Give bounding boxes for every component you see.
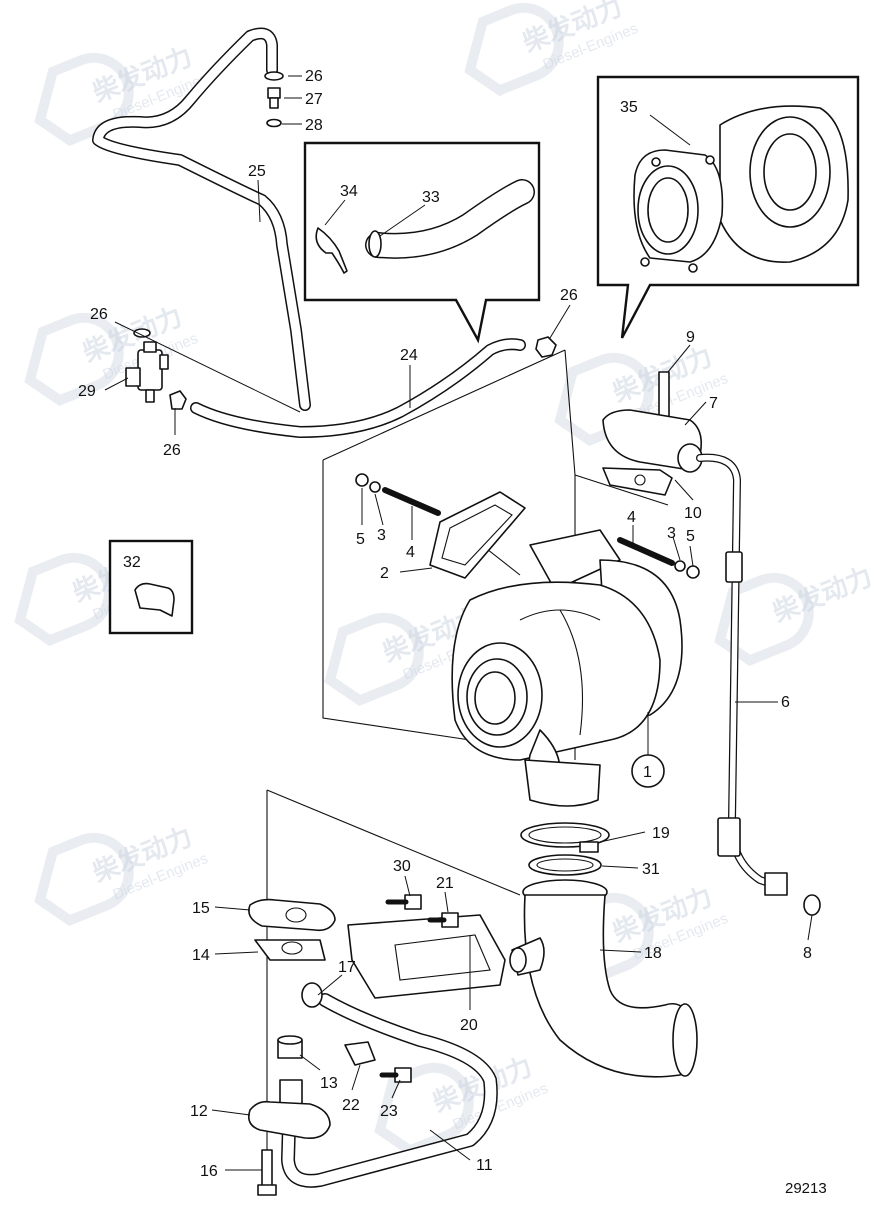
- gaskets-14-15: [248, 898, 336, 961]
- leader-lines: [104, 75, 813, 1171]
- callout-22: 22: [342, 1097, 360, 1114]
- oil-pipe-6: [696, 453, 821, 916]
- callout-7: 7: [709, 395, 718, 412]
- callout-11: 11: [476, 1157, 493, 1174]
- callout-5: 5: [686, 528, 695, 545]
- callout-26: 26: [560, 287, 578, 304]
- callout-24: 24: [400, 347, 418, 364]
- turbocharger-1: [451, 529, 683, 807]
- callout-5: 5: [356, 531, 365, 548]
- drawing-number: 29213: [785, 1180, 827, 1197]
- callout-28: 28: [305, 117, 323, 134]
- callout-12: 12: [190, 1103, 208, 1120]
- callout-13: 13: [320, 1075, 338, 1092]
- callout-30: 30: [393, 858, 411, 875]
- callout-3: 3: [667, 525, 676, 542]
- callout-31: 31: [642, 861, 660, 878]
- callout-15: 15: [192, 900, 210, 917]
- callout-32: 32: [123, 554, 141, 571]
- callout-23: 23: [380, 1103, 398, 1120]
- callout-34: 34: [340, 183, 358, 200]
- drain-pipe-11: [247, 982, 498, 1196]
- inset-turbo-flange-detail: [596, 75, 860, 339]
- hose-25: [92, 27, 311, 411]
- clamp-19-ring-31: [520, 822, 610, 876]
- callout-26: 26: [305, 68, 323, 85]
- callout-18: 18: [644, 945, 662, 962]
- callout-3: 3: [377, 527, 386, 544]
- inset-hose-detail: [303, 141, 541, 344]
- callout-17: 17: [338, 959, 356, 976]
- callout-27: 27: [305, 91, 323, 108]
- callout-9: 9: [686, 329, 695, 346]
- watermark-brand: 柴发动力: [768, 561, 877, 629]
- callout-4: 4: [406, 544, 415, 561]
- bracket-20: [347, 894, 506, 999]
- valve-29: [125, 328, 169, 403]
- hose-24: [169, 336, 557, 438]
- callout-26: 26: [90, 306, 108, 323]
- callout-1: 1: [643, 764, 652, 781]
- callout-6: 6: [781, 694, 790, 711]
- callout-35: 35: [620, 99, 638, 116]
- inset-clip-32: [108, 539, 194, 635]
- callout-29: 29: [78, 383, 96, 400]
- callout-labels: 26 27 28 25 34 33 35 26 26 24 29 26 32 9…: [78, 68, 827, 1197]
- callout-8: 8: [803, 945, 812, 962]
- callout-19: 19: [652, 825, 670, 842]
- callout-4: 4: [627, 509, 636, 526]
- elbow-pipe-18: [509, 879, 698, 1078]
- callout-2: 2: [380, 565, 389, 582]
- gasket-2-and-studs: [355, 473, 700, 579]
- callout-26: 26: [163, 442, 181, 459]
- fittings-26-27-28: [264, 71, 284, 128]
- flange-7-and-gasket-10: [602, 371, 703, 496]
- callout-16: 16: [200, 1163, 218, 1180]
- callout-33: 33: [422, 189, 440, 206]
- callout-21: 21: [436, 875, 454, 892]
- callout-20: 20: [460, 1017, 478, 1034]
- callout-10: 10: [684, 505, 702, 522]
- callout-14: 14: [192, 947, 210, 964]
- callout-25: 25: [248, 163, 266, 180]
